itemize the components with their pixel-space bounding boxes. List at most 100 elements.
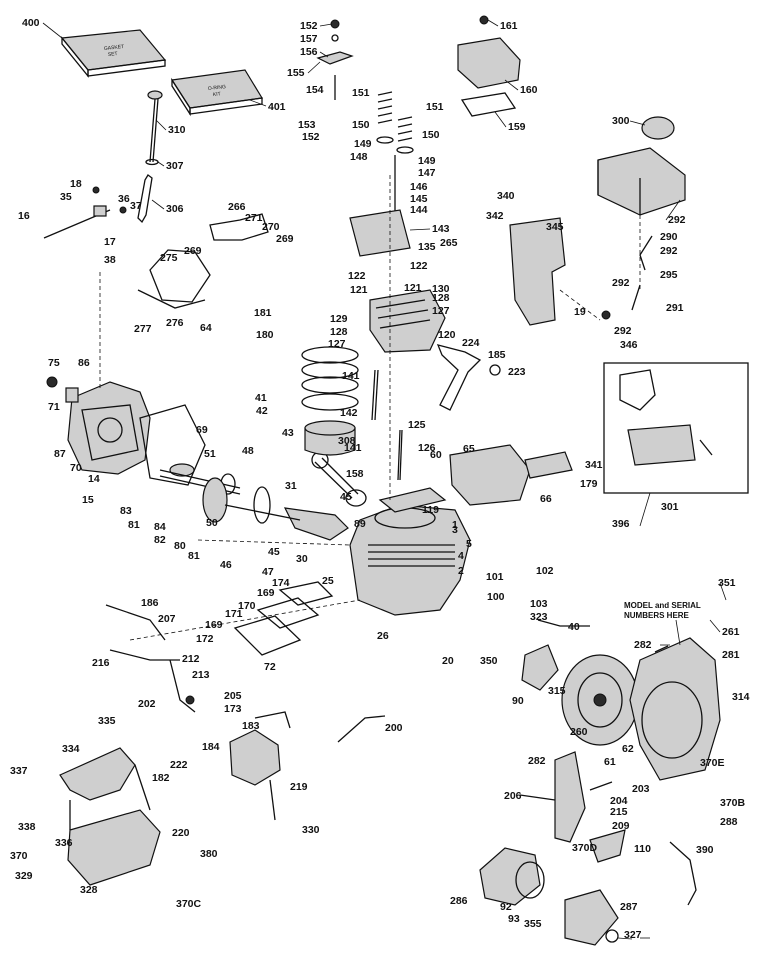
- callout: 202: [138, 698, 156, 710]
- callout: 43: [282, 427, 294, 439]
- callout: 346: [620, 339, 638, 351]
- callout: 84: [154, 521, 166, 533]
- oring-box-label-line1: O-RING: [208, 84, 227, 92]
- callout: 154: [306, 84, 324, 96]
- callout: 171: [225, 608, 243, 620]
- callout: 181: [254, 307, 272, 319]
- callout: 400: [22, 17, 40, 29]
- callout: 151: [352, 87, 370, 99]
- callout: 120: [438, 329, 456, 341]
- callout: 125: [408, 419, 426, 431]
- callout: 38: [104, 254, 116, 266]
- callout: 146: [410, 181, 428, 193]
- callout: 129: [330, 313, 348, 325]
- callout: 127: [432, 305, 450, 317]
- callout: 269: [184, 245, 202, 257]
- callout: 338: [18, 821, 36, 833]
- callout: 169: [257, 587, 275, 599]
- callout: 71: [48, 401, 60, 413]
- ignition-coil: [521, 619, 590, 691]
- callout: 169: [205, 619, 223, 631]
- callout: 156: [300, 46, 318, 58]
- callout: 90: [512, 695, 524, 707]
- callout: 46: [220, 559, 232, 571]
- push-rods: [371, 369, 403, 481]
- callout: 14: [88, 473, 100, 485]
- callout: 292: [660, 245, 678, 257]
- callout: 292: [668, 214, 686, 226]
- callout: 45: [268, 546, 280, 558]
- callout: 266: [228, 201, 246, 213]
- callout: 370E: [700, 757, 725, 769]
- callout: 282: [634, 639, 652, 651]
- camshaft: [159, 463, 241, 495]
- intake-gaskets: [233, 581, 334, 656]
- carburetor: [229, 711, 291, 821]
- callout: 158: [346, 468, 364, 480]
- connecting-rod: [311, 451, 367, 507]
- callout: 380: [200, 848, 218, 860]
- callout: 144: [410, 204, 428, 216]
- blower-housing: [629, 637, 721, 781]
- dipstick: [137, 90, 163, 224]
- callout: 25: [322, 575, 334, 587]
- callout: 292: [612, 277, 630, 289]
- callout: 150: [352, 119, 370, 131]
- callout: 148: [350, 151, 368, 163]
- callout: 200: [385, 722, 403, 734]
- gasket-box-label-line1: GASKET: [104, 44, 125, 52]
- callout: 260: [570, 726, 588, 738]
- callout: 329: [15, 870, 33, 882]
- governor-lever: [43, 186, 127, 239]
- callout: 102: [536, 565, 554, 577]
- callout: 310: [168, 124, 186, 136]
- fuel-tank: [597, 116, 686, 320]
- linkage-wire: [337, 715, 386, 743]
- callout: 80: [174, 540, 186, 552]
- callout: 270: [262, 221, 280, 233]
- callout: 170: [238, 600, 256, 612]
- callout: 205: [224, 690, 242, 702]
- callout: 185: [488, 349, 506, 361]
- callout: 128: [432, 292, 450, 304]
- callout: 212: [182, 653, 200, 665]
- engine-block: [349, 487, 471, 616]
- callout: 351: [718, 577, 736, 589]
- callout: 207: [158, 613, 176, 625]
- callout: 222: [170, 759, 188, 771]
- callout: 337: [10, 765, 28, 777]
- callout: 4: [458, 550, 464, 562]
- gasket-set-box: [60, 29, 167, 78]
- callout: 159: [508, 121, 526, 133]
- callout: 141: [344, 442, 362, 454]
- callout: 390: [696, 844, 714, 856]
- leader-lines: [42, 19, 727, 940]
- callout: 5: [466, 538, 472, 550]
- callout: 149: [418, 155, 436, 167]
- callout: 101: [486, 571, 504, 583]
- callout: 172: [196, 633, 214, 645]
- callout: 122: [410, 260, 428, 272]
- callout: 213: [192, 669, 210, 681]
- callout: 100: [487, 591, 505, 603]
- inset-box: [603, 362, 749, 494]
- callout: 209: [612, 820, 630, 832]
- callout: 370B: [720, 797, 746, 809]
- callout: 261: [722, 626, 740, 638]
- oring-box-label-line2: KIT: [213, 91, 221, 98]
- model-serial-note: MODEL and SERIAL NUMBERS HERE: [624, 601, 701, 646]
- callout: 323: [530, 611, 548, 623]
- callout: 51: [204, 448, 216, 460]
- callout-labels: 400 401 310 307 306 18 35 36 37 16 17 38…: [10, 17, 750, 941]
- callout: 2: [458, 565, 464, 577]
- callout: 65: [463, 443, 475, 455]
- callout: 277: [134, 323, 152, 335]
- oring-kit-box: [170, 69, 263, 117]
- callout: 271: [245, 212, 263, 224]
- crankshaft: [202, 477, 349, 541]
- callout: 173: [224, 703, 242, 715]
- callout: 330: [302, 824, 320, 836]
- crankcase-cover: [46, 376, 151, 475]
- callout: 127: [328, 338, 346, 350]
- callout: 314: [732, 691, 750, 703]
